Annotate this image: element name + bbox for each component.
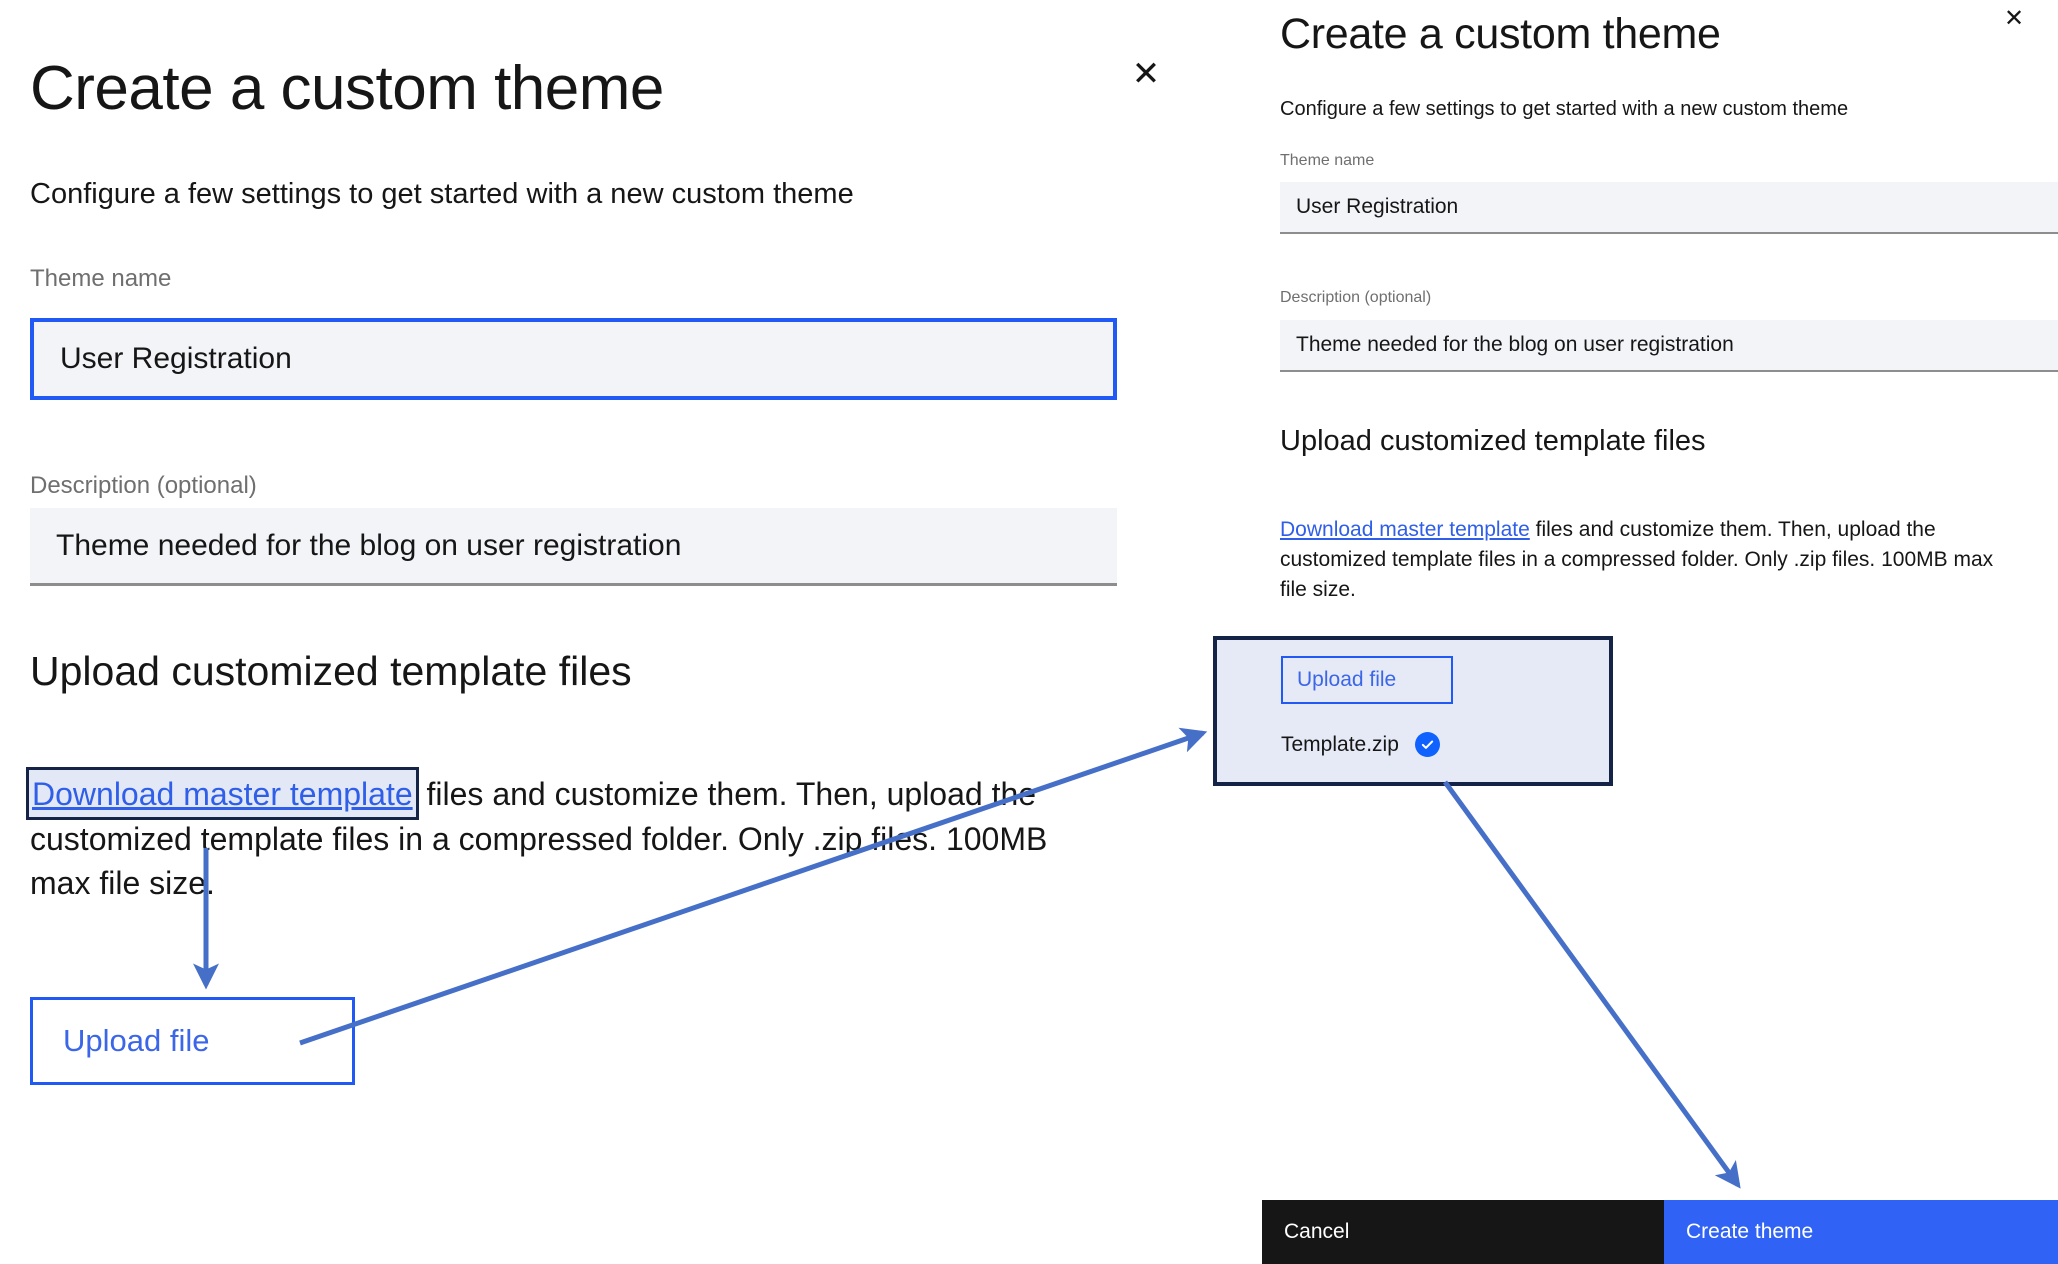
description-label: Description (optional) [1280,289,1432,306]
uploaded-file-row: Template.zip [1281,732,1440,757]
dialog-subtitle: Configure a few settings to get started … [30,178,854,210]
dialog-subtitle: Configure a few settings to get started … [1280,98,1849,120]
zoomed-dialog-preview: Create a custom theme ✕ Configure a few … [26,54,1161,1085]
download-master-template-link[interactable]: Download master template [1280,518,1530,541]
upload-section-heading: Upload customized template files [30,648,632,694]
description-input[interactable]: Theme needed for the blog on user regist… [1280,320,2058,372]
theme-name-label: Theme name [1280,152,1375,169]
theme-name-input[interactable]: User Registration [30,318,1117,400]
dialog-title: Create a custom theme [1280,10,1721,58]
theme-name-label: Theme name [30,265,172,292]
close-icon[interactable]: ✕ [1131,55,1161,93]
close-icon[interactable]: ✕ [2003,5,2025,32]
uploaded-file-name: Template.zip [1281,732,1399,756]
download-master-template-link[interactable]: Download master template [26,767,419,821]
upload-helper-text: Download master template files and custo… [26,767,1050,905]
upload-file-button[interactable]: Upload file [1281,656,1453,704]
cancel-button[interactable]: Cancel [1262,1200,1664,1264]
upload-helper-text: Download master template files and custo… [1280,515,2000,604]
upload-file-button[interactable]: Upload file [30,997,355,1085]
dialog-footer: Cancel Create theme [1262,1200,2058,1264]
checkmark-filled-icon[interactable] [1414,732,1440,757]
page-title: Create a custom theme [30,54,664,123]
description-label: Description (optional) [30,472,257,499]
upload-helper-remainder: files and customize them. Then, upload t… [1280,518,1994,601]
create-theme-button[interactable]: Create theme [1664,1200,2058,1264]
description-input[interactable]: Theme needed for the blog on user regist… [30,508,1117,586]
create-custom-theme-dialog: ✕ Create a custom theme Configure a few … [1213,0,2058,1264]
theme-name-input[interactable]: User Registration [1280,182,2058,234]
upload-section-heading: Upload customized template files [1280,425,1706,457]
upload-region-highlight: Upload file Template.zip [1213,636,1613,786]
